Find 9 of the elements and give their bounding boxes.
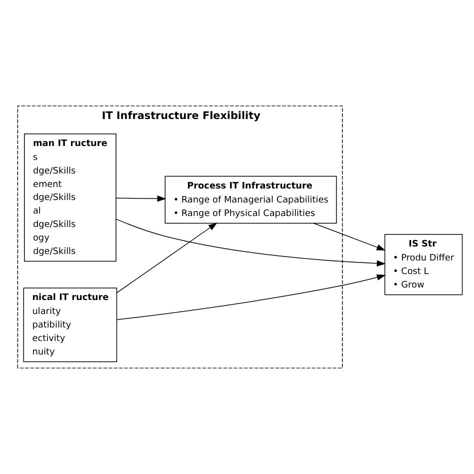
arrow (116, 274, 386, 320)
arrow (116, 222, 218, 294)
arrow (313, 222, 386, 250)
node-box: nical IT ructure ularity patibility ectivity nuity (23, 288, 118, 362)
node-box: man IT ructure s dge/Skills ement dge/Skills al dge/Skills ogy dge/Skills (24, 133, 116, 262)
node-box: IS Str • Produ Differ • Cost L • Grow (384, 234, 463, 296)
arrow (116, 195, 166, 202)
arrow (116, 218, 386, 267)
node-box: Process IT Infrastructure • Range of Managerial Capabilities • Range of Physical Capabilities (164, 176, 337, 224)
